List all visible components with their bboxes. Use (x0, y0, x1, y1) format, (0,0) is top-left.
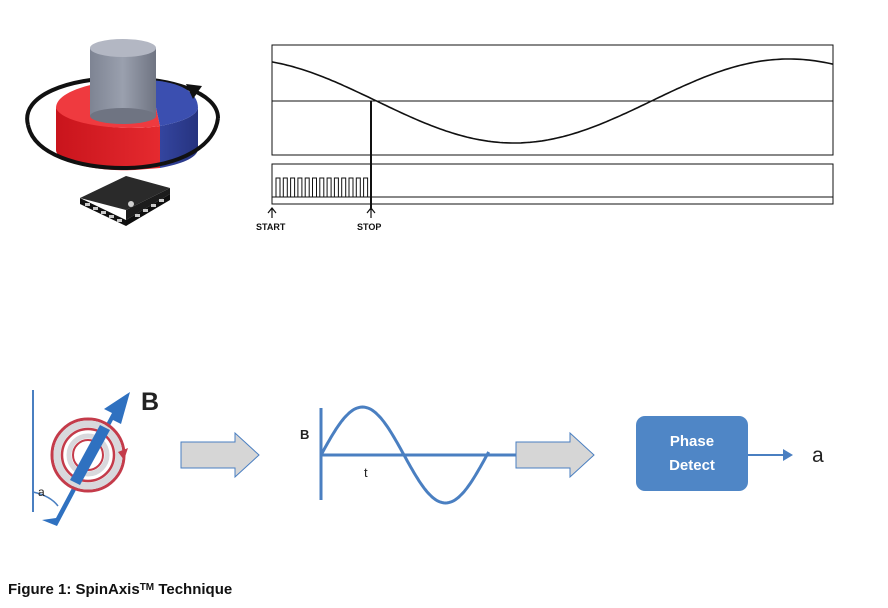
angle-arc (32, 491, 59, 507)
caption-suffix: Technique (154, 581, 233, 598)
caption-trademark: TM (139, 582, 155, 593)
angle-label-left: a (38, 485, 45, 499)
stop-label: STOP (357, 222, 381, 232)
rotation-arrow-head-icon (186, 84, 202, 99)
magnet-top-blue (150, 80, 198, 126)
cylinder-top (90, 39, 156, 57)
signal-chain: a B B t Phase Detect a (32, 388, 824, 526)
phase-detect-line1: Phase (670, 433, 714, 450)
start-arrow-icon (267, 207, 277, 218)
start-label: START (256, 222, 286, 232)
rotating-magnet-illustration (25, 39, 220, 226)
sine-plot-frame (271, 44, 834, 156)
phase-detect-line2: Detect (669, 457, 715, 474)
bt-sine-wave (319, 405, 491, 505)
flow-arrow-2-icon (515, 431, 595, 479)
cylinder-body (90, 48, 156, 116)
bt-plot-x-label: t (364, 465, 368, 480)
pulse-plot-frame (271, 163, 834, 205)
output-arrow-head-icon (783, 449, 793, 461)
sensor-chip (80, 176, 170, 226)
timing-plot: START STOP (256, 44, 834, 232)
cylinder-bottom (90, 108, 156, 124)
bt-plot-y-label: B (300, 427, 309, 442)
magnet-red-half (56, 108, 160, 171)
field-vector-label: B (141, 388, 159, 416)
output-angle-label: a (812, 444, 824, 467)
rotation-ring-front (26, 117, 220, 171)
spin-ring-icon (50, 417, 128, 493)
stop-arrow-icon (366, 207, 376, 218)
caption-prefix: Figure 1: SpinAxis (8, 581, 140, 598)
counter-pulse-train (275, 177, 371, 198)
figure-caption: Figure 1: SpinAxisTM Technique (8, 581, 232, 598)
flow-arrow-1-icon (180, 431, 260, 479)
sine-wave-curve (271, 58, 834, 144)
phase-detect-block (636, 416, 748, 491)
